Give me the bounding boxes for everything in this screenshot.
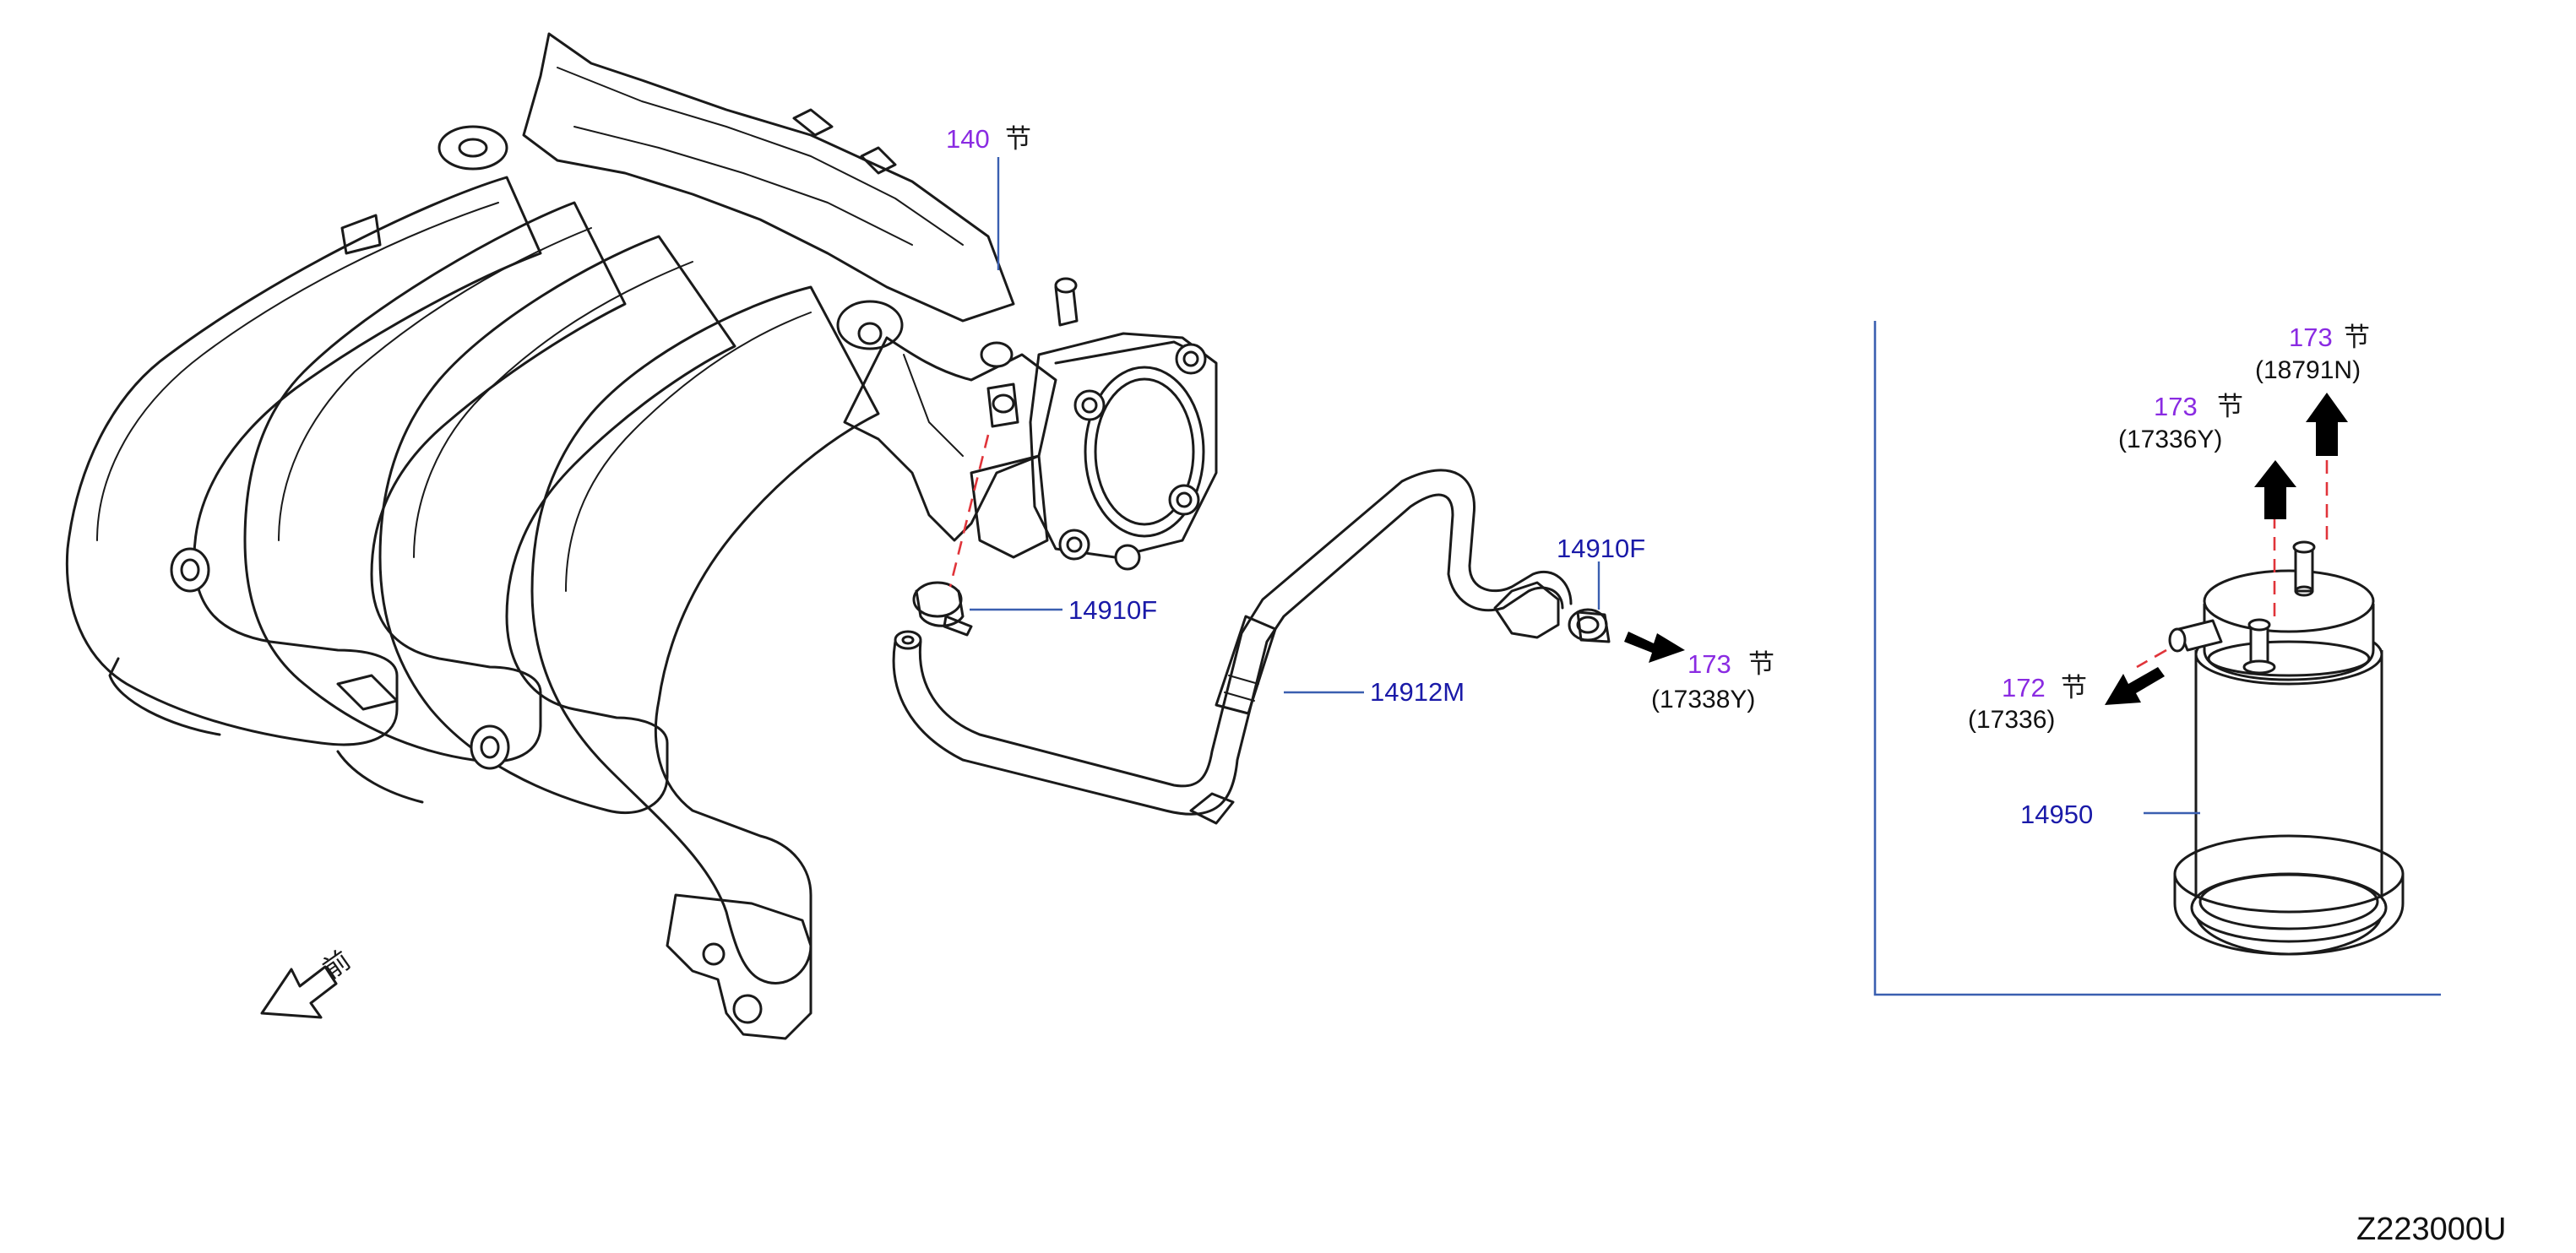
canister-top-a-section-ref[interactable]: 173 [2289,323,2333,352]
hose-outlet-subpart: (17338Y) [1651,686,1755,713]
hose-outlet-arrow-icon [1624,632,1685,663]
direction-arrows [260,393,2348,1019]
canister-part-number[interactable]: 14950 [2020,800,2093,829]
evap-canister-drawing [2168,540,2405,956]
evap-hose-drawing [892,469,1573,825]
clamp-left-part-number[interactable]: 14910F [1068,595,1157,625]
callout-labels: 140 节 14910F 14912M 14910F 173 节 (17338Y… [318,124,2507,1247]
hose-outlet-section-suffix: 节 [1748,649,1774,680]
intake-manifold-drawing [65,32,1079,1040]
canister-top-b-subpart: (17336Y) [2118,426,2222,453]
front-direction-arrow-icon [260,965,338,1019]
canister-top-a-section-suffix: 节 [2344,323,2370,353]
hose-clamp-left-drawing [912,581,973,637]
canister-top-b-section-suffix: 节 [2217,392,2243,422]
canister-side-arrow-icon [2105,667,2165,705]
hose-part-number[interactable]: 14912M [1370,677,1465,707]
canister-up-arrow-icon-b [2254,460,2296,519]
clamp-right-part-number[interactable]: 14910F [1557,534,1645,563]
canister-top-b-section-ref[interactable]: 173 [2154,392,2198,421]
canister-top-a-subpart: (18791N) [2255,356,2361,384]
dashed-guides [948,434,2329,669]
hose-clamp-right-drawing [1568,608,1611,643]
front-direction-label: 前 [318,945,356,984]
canister-side-section-ref[interactable]: 172 [2002,673,2046,702]
throttle-body-drawing [970,332,1218,571]
canister-detail-frame [1873,321,2441,996]
diagram-code: Z223000U [2356,1212,2506,1247]
manifold-section-ref[interactable]: 140 [946,124,990,154]
manifold-section-suffix: 节 [1005,124,1031,155]
canister-side-section-suffix: 节 [2061,673,2087,703]
hose-outlet-section-ref[interactable]: 173 [1687,649,1731,679]
canister-side-subpart: (17336) [1968,706,2055,734]
leader-lines [970,157,2200,815]
canister-up-arrow-icon-a [2306,393,2348,456]
